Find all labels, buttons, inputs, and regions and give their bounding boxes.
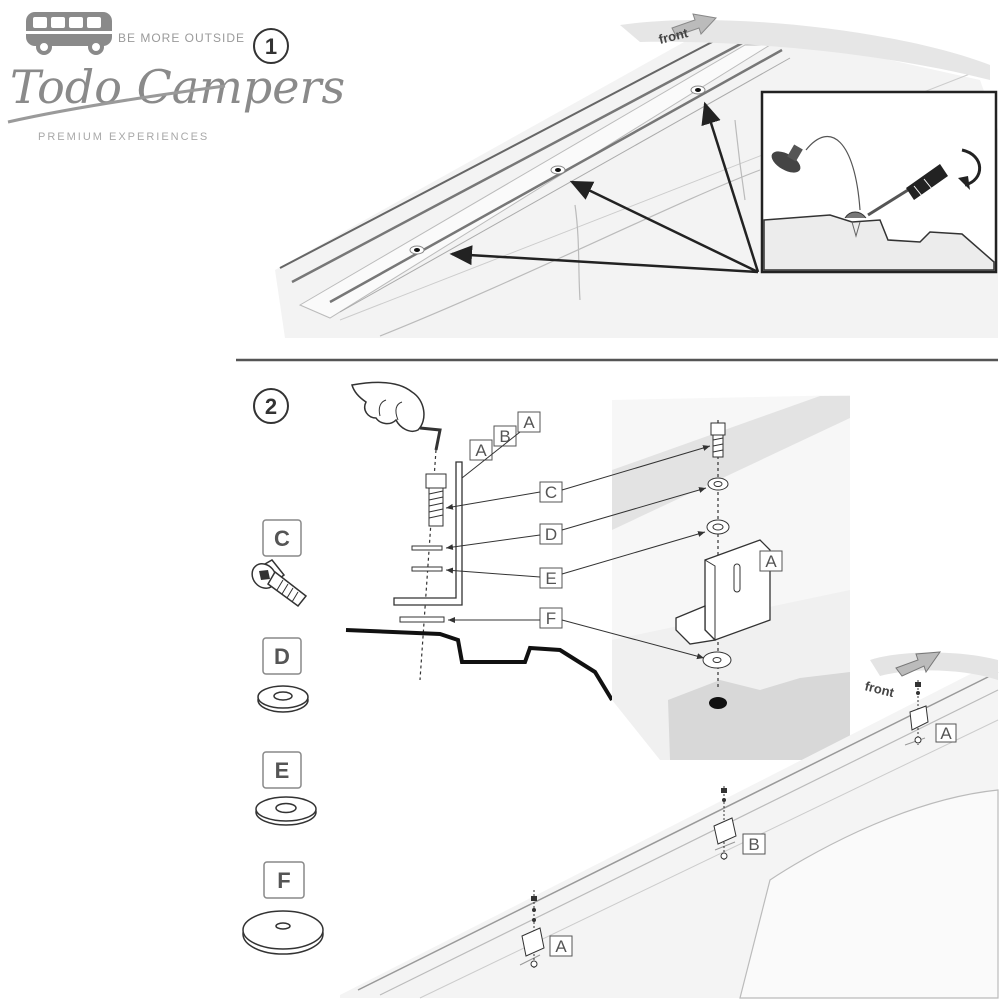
- svg-text:A: A: [765, 552, 777, 571]
- callout-d: D: [445, 487, 707, 551]
- svg-text:F: F: [546, 609, 556, 628]
- washer-d-part: [411, 545, 443, 551]
- label-a-detail: A: [759, 550, 783, 572]
- bracket-position-a-front: A: [909, 680, 957, 745]
- brand-logo: BE MORE OUTSIDE Todo Campers PREMIUM EXP…: [7, 12, 345, 143]
- plug-icon: [771, 144, 803, 173]
- bracket-detail-view: A: [612, 395, 850, 760]
- svg-text:E: E: [545, 569, 556, 588]
- detail-washer-f: [702, 651, 732, 669]
- bolt-part: [425, 473, 447, 527]
- logo-tagline: BE MORE OUTSIDE: [118, 31, 245, 45]
- svg-text:A: A: [555, 937, 567, 956]
- van-roof-lower: [340, 652, 999, 999]
- roof-hole: [550, 165, 566, 175]
- svg-text:D: D: [545, 525, 557, 544]
- step-2-number: 2: [265, 394, 277, 419]
- svg-text:C: C: [545, 483, 557, 502]
- svg-text:F: F: [277, 868, 290, 893]
- front-arrow-icon: [895, 651, 942, 677]
- label-a-top: A: [517, 411, 541, 433]
- washer-e-icon: [255, 796, 317, 826]
- bracket-position-b: B: [713, 786, 766, 860]
- svg-text:C: C: [274, 526, 290, 551]
- legend-item-f: F: [242, 861, 324, 955]
- step-1-number: 1: [265, 34, 277, 59]
- callout-f: F: [448, 607, 705, 660]
- svg-text:E: E: [275, 758, 290, 783]
- washer-d-icon: [257, 685, 309, 713]
- legend-item-c: C: [251, 519, 308, 608]
- bracket-part: [393, 461, 463, 606]
- callout-c: C: [445, 445, 711, 510]
- logo-subtitle: PREMIUM EXPERIENCES: [38, 131, 209, 143]
- washer-f-icon: [242, 910, 324, 955]
- svg-text:B: B: [499, 427, 510, 446]
- hand-icon: [351, 381, 442, 451]
- front-arrow-icon: [671, 13, 717, 37]
- step-2-panel: 2 A B: [242, 381, 999, 999]
- svg-text:A: A: [475, 441, 487, 460]
- detail-washer-d: [707, 477, 729, 491]
- label-b-top: B: [493, 425, 517, 447]
- legend-item-e: E: [255, 751, 317, 826]
- van-icon: [26, 12, 112, 55]
- svg-text:A: A: [523, 413, 535, 432]
- rotate-arrow-icon: [958, 148, 982, 190]
- callout-e: E: [445, 531, 706, 589]
- plug-removal-detail: [760, 90, 998, 274]
- roof-hole: [409, 245, 425, 255]
- washer-e-part: [411, 566, 443, 572]
- bracket-position-a-rear: A: [521, 890, 573, 970]
- front-label: front: [657, 25, 690, 47]
- detail-bracket: [675, 539, 771, 645]
- legend-item-d: D: [257, 637, 309, 713]
- logo-name: Todo Campers: [10, 60, 345, 114]
- roof-hole: [690, 85, 706, 95]
- front-label-lower: front: [863, 678, 896, 700]
- svg-text:A: A: [940, 724, 952, 743]
- label-a-top-2: A: [469, 439, 493, 461]
- washer-f-part: [399, 616, 445, 623]
- step-1-panel: 1: [253, 13, 998, 338]
- bolt-icon: [251, 559, 308, 608]
- screwdriver-icon: [867, 164, 948, 217]
- svg-text:D: D: [274, 644, 290, 669]
- parts-legend: C D E: [242, 519, 324, 955]
- svg-text:B: B: [748, 835, 759, 854]
- detail-bolt: [710, 422, 726, 458]
- detail-washer-e: [706, 519, 730, 535]
